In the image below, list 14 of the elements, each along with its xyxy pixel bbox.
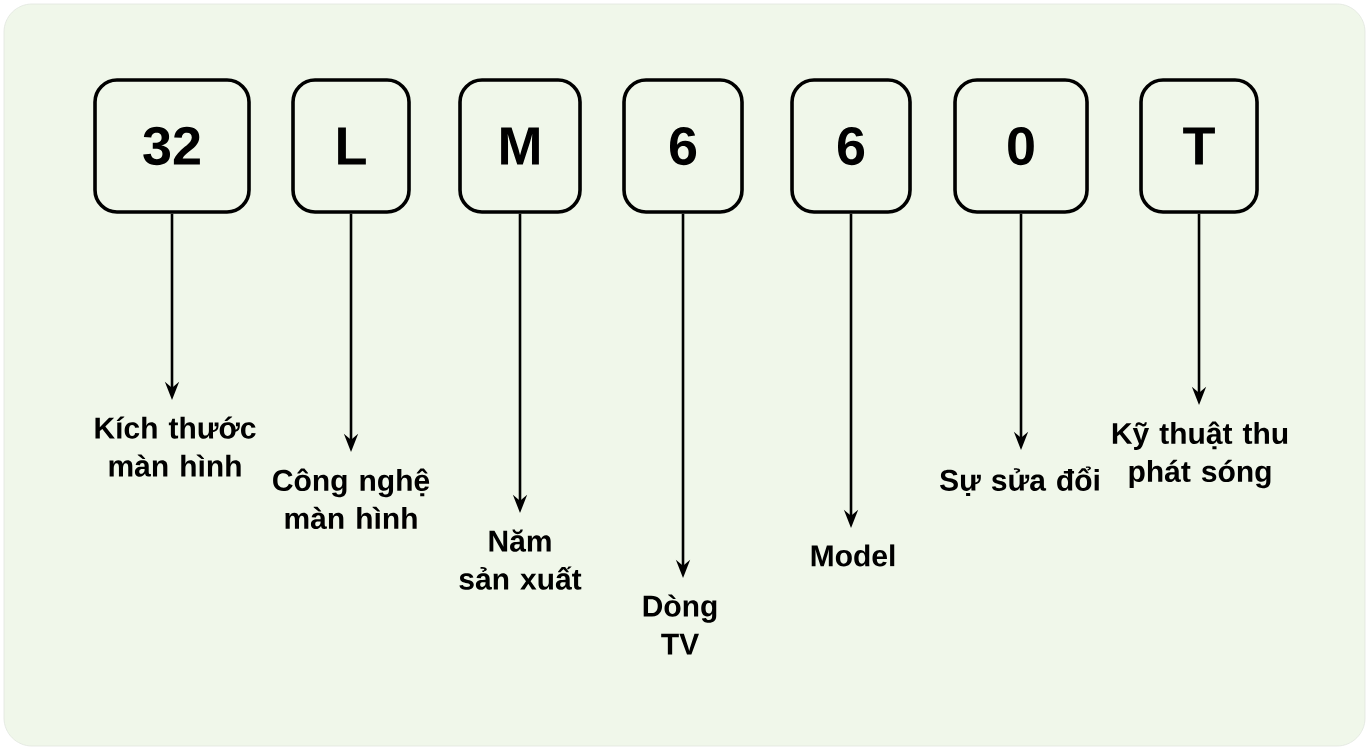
field-label: Model [811, 544, 895, 567]
character-box: 6 [790, 78, 912, 214]
character-box: T [1139, 78, 1259, 214]
character-box: 32 [93, 78, 251, 214]
field-label: Dòng TV [643, 594, 717, 655]
character-box: L [291, 78, 411, 214]
character-box: 6 [622, 78, 744, 214]
field-label: Kỹ thuật thu phát sóng [1112, 421, 1288, 489]
character-box: M [458, 78, 582, 214]
character-box: 0 [953, 78, 1089, 214]
field-label: Công nghệ màn hình [273, 468, 430, 530]
field-label: Sự sửa đổi [940, 466, 1099, 496]
field-label: Kích thước màn hình [95, 416, 256, 477]
field-label: Năm sản xuất [459, 529, 582, 590]
